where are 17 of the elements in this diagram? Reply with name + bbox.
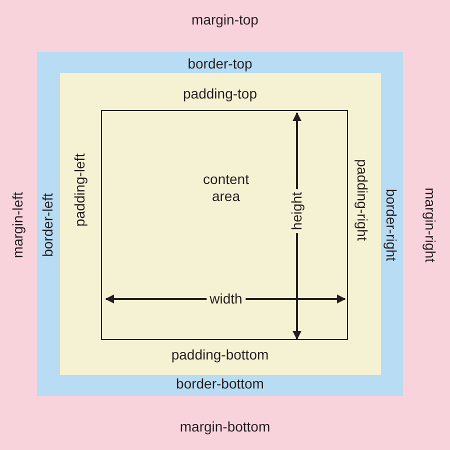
border-area [37,52,403,396]
margin-label: margin-top [190,12,260,28]
border-label: border-right [382,188,400,264]
dimension-label: height [288,188,306,234]
padding-label: padding-bottom [170,346,270,364]
padding-area [60,73,381,375]
padding-label: padding-right [354,158,370,243]
margin-label: margin-right [422,186,438,264]
padding-label: padding-left [72,152,88,229]
margin-label: margin-bottom [178,418,272,436]
border-label: border-left [40,192,56,259]
content-box [101,110,348,340]
margin-label: margin-left [10,190,26,260]
border-label: border-top [186,56,254,72]
border-label: border-bottom [175,376,265,392]
padding-label: padding-top [182,86,258,102]
content-label: content area [202,171,250,205]
